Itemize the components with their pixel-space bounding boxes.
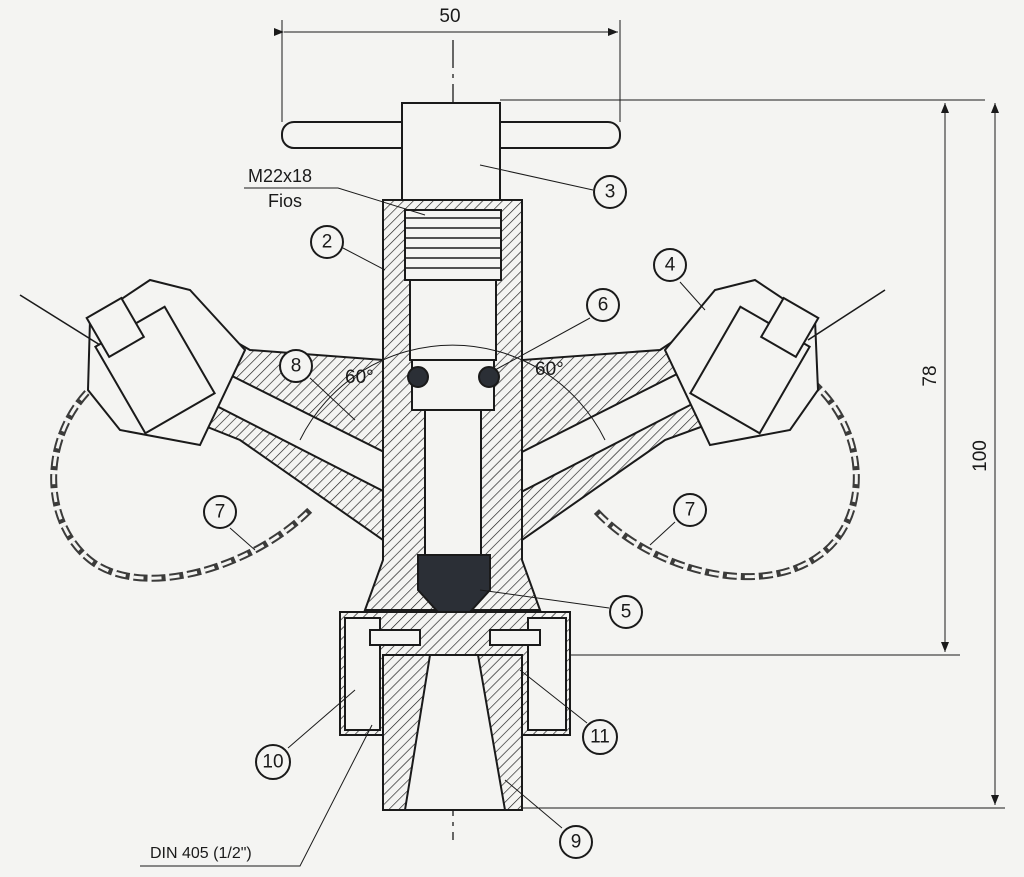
callout-7-right: 7: [673, 493, 707, 527]
callout-3: 3: [593, 175, 627, 209]
chain-right: [592, 377, 860, 581]
callout-4: 4: [653, 248, 687, 282]
callout-10: 10: [255, 744, 291, 780]
o-ring-left: [407, 366, 429, 388]
thread-label-line1: M22x18: [248, 166, 312, 186]
thread-bore: [404, 209, 502, 281]
width-dimension: 50: [274, 6, 621, 122]
angle-right-label: 60°: [535, 359, 564, 380]
svg-text:5: 5: [621, 602, 632, 623]
height-dimensions: 78 100: [470, 99, 1005, 809]
callout-2: 2: [310, 225, 344, 259]
callout-8: 8: [279, 349, 313, 383]
callout-7-left: 7: [203, 495, 237, 529]
stem-bore: [409, 279, 497, 361]
svg-text:3: 3: [605, 182, 616, 203]
angle-left-label: 60°: [345, 367, 374, 388]
svg-text:4: 4: [665, 255, 676, 276]
callouts: 3 2 4 6 8 7 7 5 10 11 9: [203, 175, 707, 859]
callout-5: 5: [609, 595, 643, 629]
o-ring-right: [478, 366, 500, 388]
svg-text:8: 8: [291, 356, 302, 377]
callout-leaders: [229, 164, 706, 829]
angle-arc: [299, 344, 606, 441]
thread-lines: [405, 217, 501, 269]
width-dimension-label: 50: [439, 6, 460, 27]
cap-left: [19, 278, 247, 447]
svg-text:11: 11: [590, 727, 610, 748]
callout-11: 11: [582, 719, 618, 755]
svg-text:10: 10: [262, 752, 283, 773]
svg-text:2: 2: [322, 232, 333, 253]
callout-9: 9: [559, 825, 593, 859]
thread-label-line2: Fios: [268, 191, 302, 211]
chain-left: [50, 377, 313, 582]
svg-text:7: 7: [215, 502, 226, 523]
height-inner-label: 78: [920, 365, 941, 386]
callout-6: 6: [586, 288, 620, 322]
height-total-label: 100: [970, 440, 991, 472]
svg-text:7: 7: [685, 500, 696, 521]
svg-text:6: 6: [598, 295, 609, 316]
stem-shaft: [424, 409, 482, 556]
stem-seat: [411, 359, 495, 411]
standard-label: DIN 405 (1/2"): [150, 845, 252, 862]
nozzle-bore: [403, 654, 507, 811]
t-handle-hub: [401, 102, 501, 201]
cap-right: [663, 278, 886, 447]
svg-text:9: 9: [571, 832, 582, 853]
